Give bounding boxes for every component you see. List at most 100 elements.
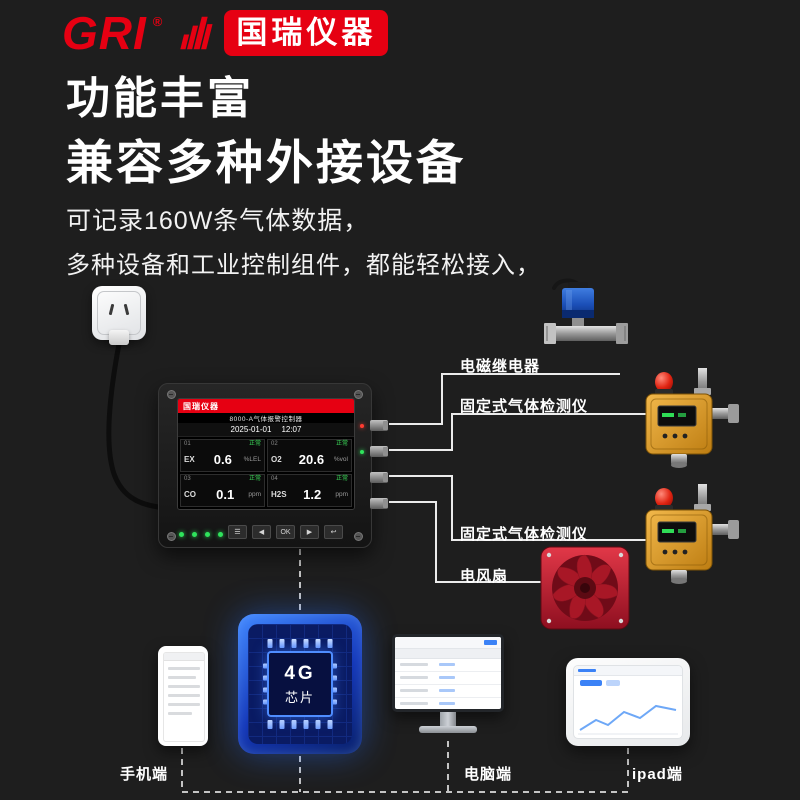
phone-screen-line [168, 712, 192, 715]
channel-cell: 03 正常 CO 0.1 ppm [180, 474, 265, 507]
brand-name-badge: 国瑞仪器 [224, 10, 389, 56]
left-button: ◀ [252, 525, 271, 539]
gas-unit: ppm [248, 490, 261, 498]
flame-icon [180, 16, 213, 50]
mounting-screw [167, 390, 176, 399]
power-plug [109, 330, 129, 345]
gas-detector-illustration [645, 368, 740, 468]
menu-button: ☰ [228, 525, 247, 539]
monitor-table-row [395, 685, 501, 698]
chip-board: 4G 芯片 [248, 624, 352, 744]
mounting-screw [167, 532, 176, 541]
gas-value: 0.1 [216, 486, 235, 502]
status-led-row [179, 532, 223, 537]
description-line-2: 多种设备和工业控制组件，都能轻松接入， [66, 252, 541, 279]
channel-status: 正常 [335, 476, 348, 482]
alarm-led [360, 424, 364, 428]
screen-brand-bar: 国瑞仪器 [178, 399, 354, 413]
monitor-table-row [395, 672, 501, 685]
desktop-monitor-mockup [392, 634, 504, 733]
status-led [218, 532, 223, 537]
chip-pins [267, 639, 333, 648]
pc-label: 电脑端 [464, 766, 513, 783]
channel-grid: 01 正常 EX 0.6 %LEL 02 正常 O2 20.6 %vol 03 正常 CO 0.… [178, 437, 354, 509]
screen-date: 2025-01-01 [230, 425, 272, 434]
gas-name: CO [184, 489, 196, 499]
gas-alarm-controller: 国瑞仪器 8000-A气体报警控制器 2025-01-01 12:07 01 正常… [158, 383, 388, 548]
channel-status: 正常 [248, 441, 261, 447]
channel-number: 02 [271, 441, 278, 447]
status-led [192, 532, 197, 537]
phone-screen-header [164, 653, 204, 661]
gas-name: EX [184, 454, 195, 464]
gas-value: 0.6 [213, 451, 232, 467]
4g-chip: 4G 芯片 [238, 614, 362, 754]
monitor-toolbar [395, 637, 501, 649]
brand-logo-text: GRI [62, 7, 147, 59]
phone-screen-line [168, 703, 200, 706]
channel-number: 03 [184, 476, 191, 482]
brand-logo: GRI ® 国瑞仪器 [62, 7, 389, 59]
monitor-stand-neck [440, 712, 456, 726]
phone-screen-line [168, 694, 200, 697]
phone-label: 手机端 [120, 766, 169, 783]
screen-time: 12:07 [281, 425, 302, 434]
wall-power-socket [92, 286, 146, 345]
gas-value: 1.2 [303, 486, 322, 502]
ok-button: OK [276, 525, 295, 539]
status-led [205, 532, 210, 537]
fan-illustration [540, 546, 630, 630]
back-button: ↩ [324, 525, 343, 539]
gas-detector-illustration [645, 484, 740, 584]
headline-2: 兼容多种外接设备 [66, 136, 466, 189]
description-line-1: 可记录160W条气体数据， [66, 207, 370, 235]
screen-model-text: 8000-A气体报警控制器 [178, 413, 354, 423]
socket-slot [108, 303, 115, 316]
gas-unit: ppm [335, 490, 348, 498]
gas-unit: %vol [333, 455, 348, 463]
gas-name: O2 [271, 454, 282, 464]
phone-screen-line [168, 667, 200, 670]
monitor-table-header [395, 649, 501, 659]
socket-slot [123, 303, 130, 316]
mounting-screw [354, 532, 363, 541]
monitor-stand-base [419, 726, 477, 733]
channel-status: 正常 [248, 476, 261, 482]
phone-screen-line [168, 676, 196, 679]
cable-gland [370, 472, 388, 483]
ipad-mockup [566, 658, 690, 746]
gas-name: H2S [271, 489, 287, 499]
solenoid-relay-illustration [544, 278, 628, 344]
phone-screen [163, 652, 205, 742]
monitor-screen [392, 634, 504, 712]
ipad-label: ipad端 [632, 766, 683, 783]
cable-gland [370, 498, 388, 509]
chip-label-4g: 4G [284, 662, 316, 684]
cable-gland [370, 420, 388, 431]
headline-1: 功能丰富 [66, 74, 254, 123]
detector2-label: 固定式气体检测仪 [460, 526, 589, 543]
controller-button-row: ☰ ◀ OK ▶ ↩ [228, 525, 343, 539]
ipad-screen-button [580, 680, 602, 686]
phone-screen-line [168, 685, 200, 688]
channel-number: 01 [184, 441, 191, 447]
gas-value: 20.6 [298, 451, 325, 467]
chip-label-cn: 芯片 [284, 689, 315, 705]
ipad-screen [573, 665, 683, 739]
smartphone-mockup [158, 646, 208, 746]
power-cable [106, 341, 161, 510]
power-led [360, 450, 364, 454]
controller-screen: 国瑞仪器 8000-A气体报警控制器 2025-01-01 12:07 01 正常… [177, 398, 355, 510]
channel-number: 04 [271, 476, 278, 482]
fan-label: 电风扇 [460, 568, 509, 585]
chip-pins [267, 720, 333, 729]
mounting-screw [354, 390, 363, 399]
right-button: ▶ [300, 525, 319, 539]
chip-core: 4G 芯片 [267, 651, 333, 717]
screen-datetime: 2025-01-01 12:07 [178, 423, 354, 437]
gas-unit: %LEL [243, 455, 261, 463]
ipad-screen-header [574, 666, 682, 676]
ipad-screen-button [606, 680, 620, 686]
